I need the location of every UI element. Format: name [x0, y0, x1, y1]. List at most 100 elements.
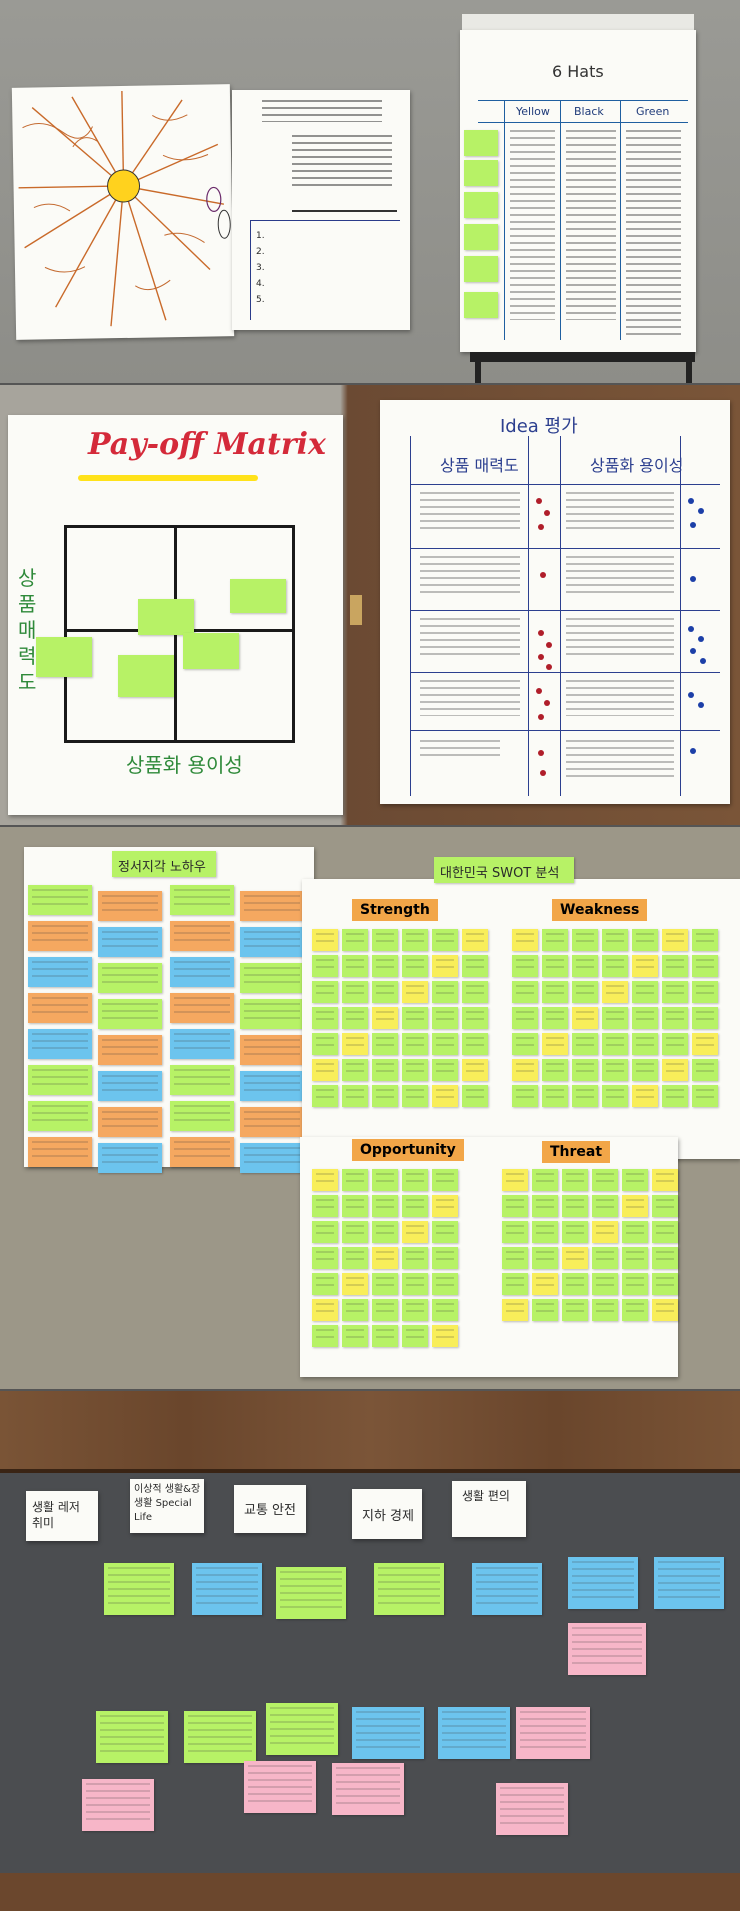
- swot-sticky: [312, 981, 338, 1003]
- swot-sticky: [312, 1033, 338, 1055]
- swot-sticky: [632, 1033, 658, 1055]
- swot-sticky: [432, 1169, 458, 1191]
- emotion-sticky: [170, 957, 234, 987]
- emotion-sticky: [28, 957, 92, 987]
- swot-sticky: [372, 1195, 398, 1217]
- swot-threat-label: Threat: [542, 1141, 611, 1163]
- swot-sticky: [572, 955, 598, 977]
- swot-sticky: [432, 929, 458, 951]
- emotion-sticky: [28, 1029, 92, 1059]
- swot-sticky: [312, 1007, 338, 1029]
- swot-sticky: [372, 1325, 398, 1347]
- swot-sticky: [692, 1085, 718, 1107]
- swot-sticky: [312, 955, 338, 977]
- emotion-sticky: [98, 891, 162, 921]
- header-card-0: 생활 레저 취미: [26, 1491, 98, 1541]
- swot-sticky: [632, 955, 658, 977]
- header-card-2: 교통 안전: [234, 1485, 306, 1533]
- swot-sticky: [462, 981, 488, 1003]
- emotion-sticky: [170, 1137, 234, 1167]
- swot-sticky: [432, 1085, 458, 1107]
- board-sticky: [568, 1623, 646, 1675]
- swot-sticky: [542, 929, 568, 951]
- swot-sticky: [402, 1325, 428, 1347]
- mindmap-sheet: [11, 84, 235, 340]
- swot-sticky: [562, 1299, 588, 1321]
- swot-sticky: [572, 981, 598, 1003]
- swot-sticky: [342, 1169, 368, 1191]
- emotion-sticky: [240, 1107, 304, 1137]
- emotion-sticky: [98, 927, 162, 957]
- emotion-sticky: [28, 1101, 92, 1131]
- emotion-sticky: [28, 1137, 92, 1167]
- swot-sticky: [402, 1299, 428, 1321]
- swot-sticky: [662, 929, 688, 951]
- swot-sticky: [542, 1085, 568, 1107]
- emotion-sticky: [28, 885, 92, 915]
- swot-sticky: [402, 1221, 428, 1243]
- emotion-sticky: [240, 927, 304, 957]
- swot-sticky: [662, 1033, 688, 1055]
- swot-sticky: [462, 1085, 488, 1107]
- swot-sticky: [342, 1221, 368, 1243]
- swot-sticky: [542, 955, 568, 977]
- matrix-grid: [64, 525, 295, 743]
- swot-sticky: [342, 1273, 368, 1295]
- emotion-sticky: [240, 999, 304, 1029]
- board-sticky: [96, 1711, 168, 1763]
- swot-sticky: [592, 1169, 618, 1191]
- swot-sticky: [462, 1059, 488, 1081]
- swot-sticky: [372, 1221, 398, 1243]
- swot-sticky: [652, 1247, 678, 1269]
- swot-sticky: [342, 981, 368, 1003]
- swot-sticky: [432, 1033, 458, 1055]
- swot-sticky: [602, 929, 628, 951]
- swot-sticky: [632, 1007, 658, 1029]
- swot-sticky: [632, 929, 658, 951]
- swot-sticky: [572, 1059, 598, 1081]
- swot-sticky: [372, 1007, 398, 1029]
- idea-col1: 상품 매력도: [440, 456, 519, 475]
- board-sticky: [352, 1707, 424, 1759]
- swot-sticky: [372, 1033, 398, 1055]
- swot-sticky: [542, 1033, 568, 1055]
- swot-sticky: [372, 1273, 398, 1295]
- swot-sticky: [342, 955, 368, 977]
- swot-sticky: [572, 1033, 598, 1055]
- hat-col-yellow: Yellow: [516, 105, 550, 118]
- emotion-sticky: [170, 885, 234, 915]
- swot-sticky: [462, 929, 488, 951]
- notes-sheet: 1.2.3.4.5.: [232, 90, 410, 330]
- swot-sticky: [312, 1273, 338, 1295]
- swot-sticky: [432, 1247, 458, 1269]
- swot-sticky: [312, 1195, 338, 1217]
- swot-sticky: [602, 1033, 628, 1055]
- swot-sticky: [462, 1007, 488, 1029]
- swot-sticky: [592, 1221, 618, 1243]
- swot-sticky: [372, 981, 398, 1003]
- photo-panel-mindmap-sixhats: 1.2.3.4.5. 6 Hats Yellow Black Green: [0, 0, 740, 383]
- swot-sticky: [502, 1273, 528, 1295]
- swot-sticky: [342, 1247, 368, 1269]
- swot-sticky: [542, 981, 568, 1003]
- swot-sticky: [632, 1085, 658, 1107]
- swot-sticky: [622, 1195, 648, 1217]
- swot-sticky: [402, 981, 428, 1003]
- board-sticky: [568, 1557, 638, 1609]
- swot-sticky: [402, 1007, 428, 1029]
- swot-sticky: [652, 1195, 678, 1217]
- swot-sticky: [342, 1299, 368, 1321]
- swot-sticky: [512, 955, 538, 977]
- swot-sticky: [512, 1085, 538, 1107]
- swot-sticky: [572, 1085, 598, 1107]
- swot-sticky: [312, 1221, 338, 1243]
- swot-sticky: [312, 1059, 338, 1081]
- swot-sticky: [662, 1059, 688, 1081]
- emotion-sticky: [98, 1107, 162, 1137]
- swot-sticky: [372, 1059, 398, 1081]
- swot-sticky: [692, 1033, 718, 1055]
- emotion-sticky: [28, 993, 92, 1023]
- swot-sticky: [402, 955, 428, 977]
- emotion-sticky: [98, 1035, 162, 1065]
- swot-sticky: [402, 1273, 428, 1295]
